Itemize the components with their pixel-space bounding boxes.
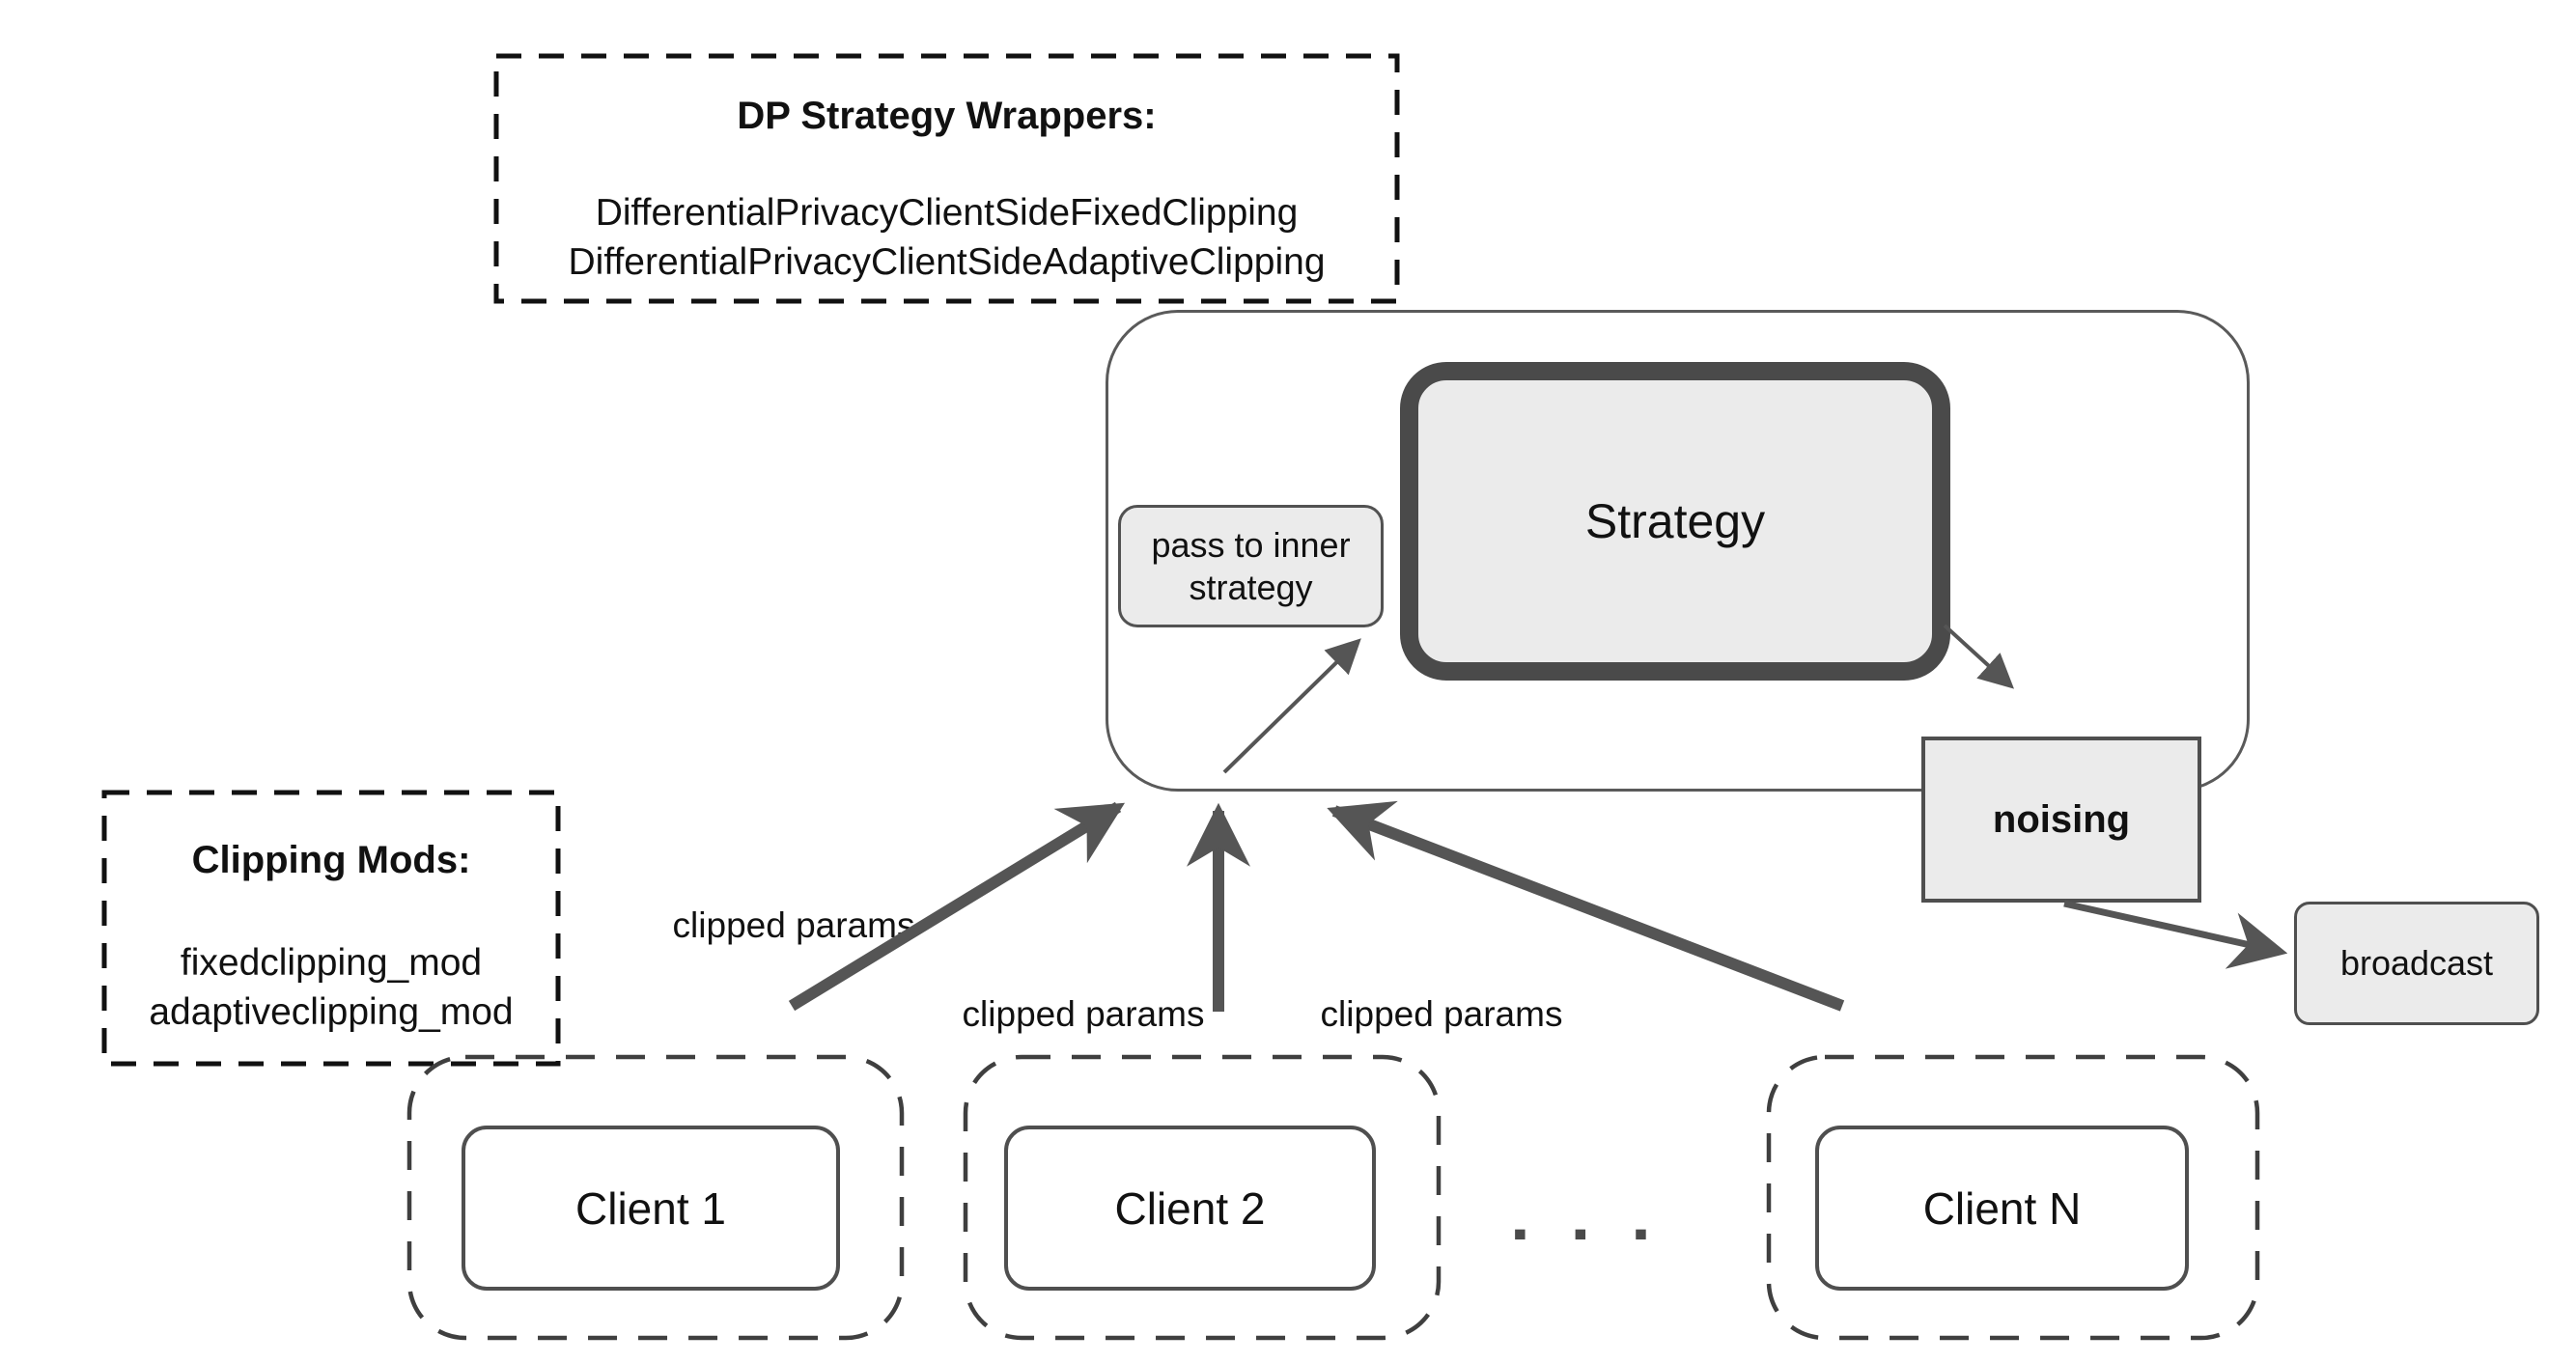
clipping-mods-title: Clipping Mods: [191,839,471,881]
wrapper-class-fixed-clipping: DifferentialPrivacyClientSideFixedClippi… [595,192,1299,234]
dp-strategy-wrappers-title: DP Strategy Wrappers: [737,95,1157,137]
dp-strategy-wrappers-box: DP Strategy Wrappers: DifferentialPrivac… [496,56,1397,301]
pass-to-inner-strategy-label: pass to inner strategy [1151,524,1351,607]
noising-box: noising [1921,737,2201,903]
broadcast-label: broadcast [2339,943,2494,983]
strategy-label: Strategy [1584,494,1766,548]
client-n-label: Client N [1922,1182,2082,1234]
client-2-label: Client 2 [1114,1182,1266,1234]
client-n-box: Client N [1815,1126,2189,1291]
strategy-box: Strategy [1400,362,1950,681]
client-1-box: Client 1 [462,1126,840,1291]
clipping-mods-box: Clipping Mods: fixedclipping_mod adaptiv… [104,793,558,1064]
mod-fixedclipping: fixedclipping_mod [180,942,483,984]
wrapper-class-adaptive-clipping: DifferentialPrivacyClientSideAdaptiveCli… [568,241,1326,284]
client-2-box: Client 2 [1004,1126,1376,1291]
noising-label: noising [1992,797,2131,841]
arrow-clientn-clipped-params [1327,800,1845,1012]
clipped-params-label-3: clipped params [1320,994,1563,1034]
pass-to-inner-strategy-box: pass to inner strategy [1118,505,1384,627]
client-1-label: Client 1 [575,1182,726,1234]
clipped-params-label-1: clipped params [672,905,915,945]
clipped-params-label-2: clipped params [962,994,1205,1034]
broadcast-box: broadcast [2294,902,2539,1025]
mod-adaptiveclipping: adaptiveclipping_mod [149,991,514,1034]
arrow-noising-to-broadcast [2063,900,2288,969]
clients-ellipsis-icon: ▪ ▪ ▪ [1512,1210,1666,1256]
